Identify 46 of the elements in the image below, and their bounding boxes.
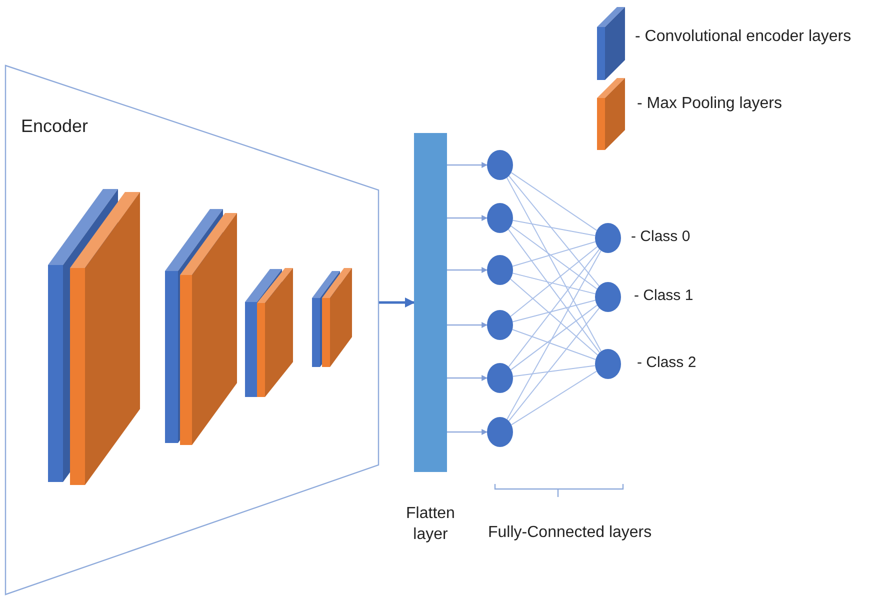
layer-label: Flatten layer	[405, 504, 456, 545]
legend-label: - Max Pooling layers	[637, 95, 782, 113]
connection-line	[510, 226, 598, 290]
neuron-circle	[487, 363, 513, 393]
connection-line	[512, 272, 596, 294]
neuron-circle	[595, 223, 621, 253]
connection-line	[510, 370, 598, 426]
layer-slab	[70, 192, 140, 485]
connection-line	[506, 177, 602, 352]
class-label: - Class 1	[634, 286, 694, 306]
arrow	[446, 322, 488, 328]
connection-line	[510, 246, 598, 317]
arrow	[446, 375, 488, 381]
layer-slab	[180, 213, 237, 445]
neuron-circle	[595, 282, 621, 312]
connection-line	[508, 248, 600, 368]
connection-line	[512, 328, 596, 360]
arrow	[446, 267, 488, 273]
connection-line	[512, 241, 596, 267]
connection-line	[508, 228, 600, 354]
neuron-circle	[595, 349, 621, 379]
legend-label: - Convolutional encoder layers	[635, 28, 852, 46]
connection-line	[508, 308, 600, 422]
neuron-circle	[487, 255, 513, 285]
layer-slab	[257, 268, 293, 397]
connection-line	[510, 172, 598, 231]
connection-line	[510, 304, 598, 370]
group-label: Fully-Connected layers	[488, 523, 652, 543]
connection-line	[512, 365, 596, 377]
neuron-circle	[487, 310, 513, 340]
connection-line	[506, 250, 602, 420]
connection-line	[508, 175, 600, 287]
connection-line	[512, 220, 596, 236]
arrow	[446, 429, 488, 435]
class-label: - Class 2	[637, 353, 696, 372]
arrow	[379, 298, 415, 308]
section-title: Encoder	[21, 115, 88, 138]
layer-slab	[322, 268, 352, 367]
neuron-circle	[487, 150, 513, 180]
arrow	[446, 162, 488, 168]
connection-line	[510, 278, 598, 356]
class-label: - Class 0	[631, 227, 690, 246]
connection-line	[512, 300, 596, 322]
neuron-circle	[487, 417, 513, 447]
neuron-circle	[487, 203, 513, 233]
arrow	[446, 215, 488, 221]
